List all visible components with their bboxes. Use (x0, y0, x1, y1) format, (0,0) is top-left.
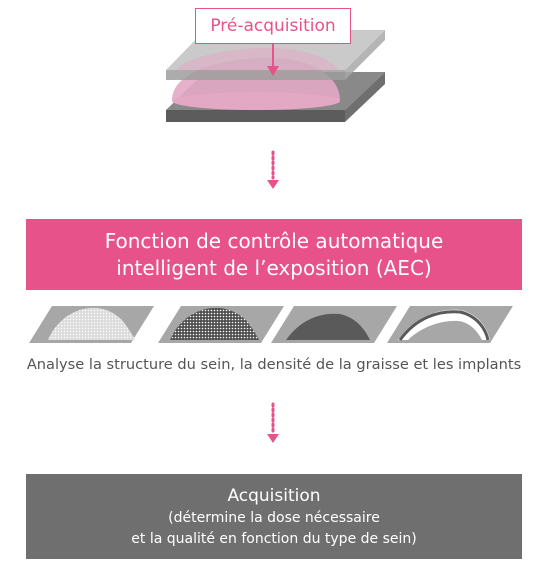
aec-title-line1: Fonction de contrôle automatique (104, 228, 444, 253)
acquisition-subtitle-line1: (détermine la dose nécessaire (168, 509, 380, 526)
pre-acquisition-text: Pré-acquisition (210, 16, 336, 36)
acquisition-title: Acquisition (227, 485, 321, 506)
analysis-caption: Analyse la structure du sein, la densité… (26, 356, 522, 373)
dotted-arrow-icon (267, 150, 279, 189)
arrow-down-icon (267, 44, 279, 76)
acquisition-box: Acquisition (détermine la dose nécessair… (26, 474, 522, 559)
breast-tissue-icon (29, 306, 513, 343)
aec-banner: Fonction de contrôle automatique intelli… (26, 219, 522, 290)
dotted-arrow-icon-2 (267, 402, 279, 443)
aec-title-line2: intelligent de l’exposition (AEC) (116, 255, 432, 280)
acquisition-subtitle-line2: et la qualité en fonction du type de sei… (131, 530, 417, 547)
pre-acquisition-label: Pré-acquisition (195, 8, 351, 44)
